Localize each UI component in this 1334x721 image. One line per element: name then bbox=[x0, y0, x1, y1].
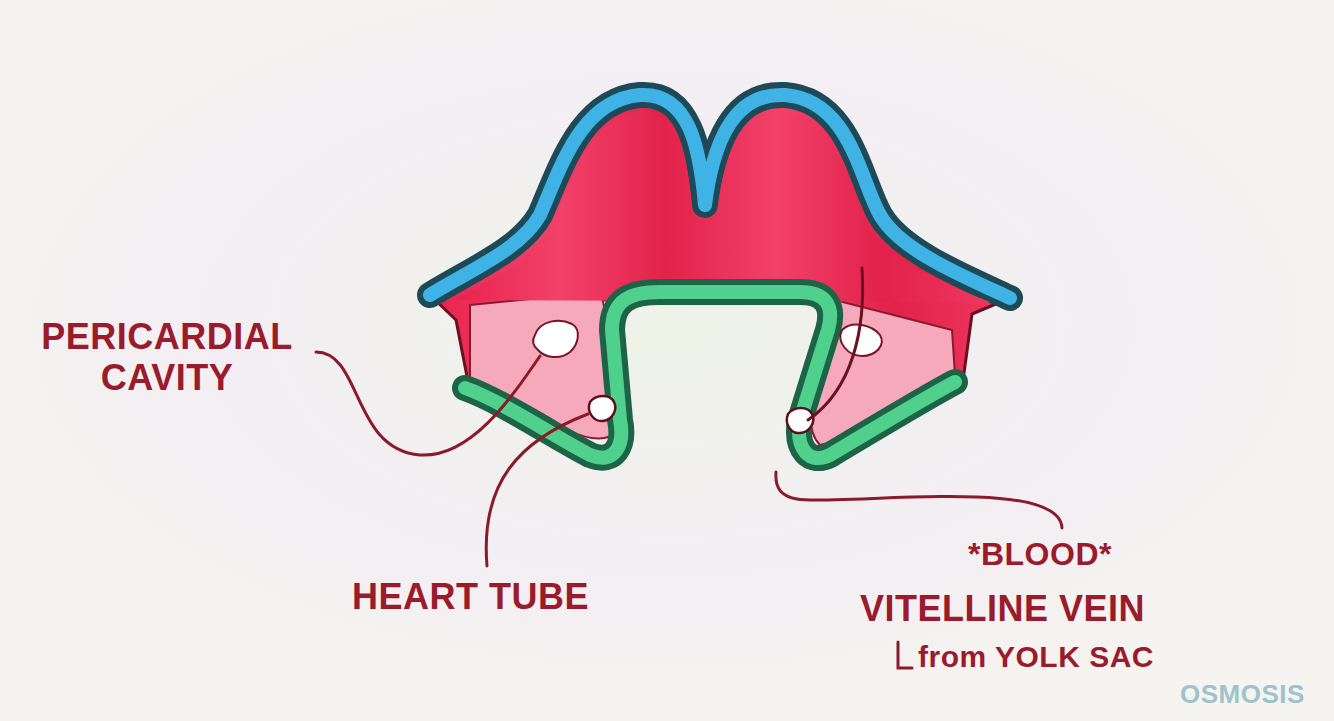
structure-label: HEART TUBE bbox=[352, 576, 632, 617]
structure-label: PERICARDIAL CAVITY bbox=[12, 316, 322, 399]
pericardial-cavity bbox=[840, 325, 881, 356]
heart-tube bbox=[589, 396, 615, 421]
structure-label: VITELLINE VEIN bbox=[860, 588, 1240, 629]
emphasis-label: *BLOOD* bbox=[968, 536, 1188, 573]
leader-line bbox=[316, 352, 540, 455]
endoderm-outline bbox=[465, 292, 955, 458]
leader-line bbox=[486, 414, 588, 566]
note-label: from YOLK SAC bbox=[918, 640, 1238, 675]
mesoderm bbox=[452, 112, 990, 302]
watermark: OSMOSIS bbox=[1180, 680, 1328, 710]
vitelline-vein bbox=[808, 268, 863, 420]
bracket bbox=[898, 642, 912, 668]
leader-line bbox=[776, 472, 1062, 528]
endoderm bbox=[465, 292, 955, 458]
pericardial-cavity bbox=[533, 321, 578, 357]
